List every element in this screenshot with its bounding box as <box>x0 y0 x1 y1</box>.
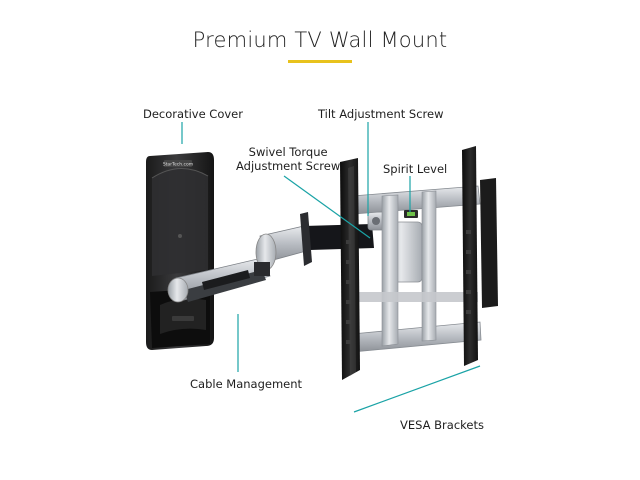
mounting-plate-part <box>351 185 482 353</box>
label-decorative-cover: Decorative Cover <box>143 107 243 121</box>
label-cable-management: Cable Management <box>190 377 303 391</box>
leader-vesa-brackets <box>353 365 481 413</box>
leader-swivel-screw <box>283 175 371 239</box>
label-swivel-line1: Swivel Torque <box>248 145 328 159</box>
diagram-title: Premium TV Wall Mount <box>192 28 448 52</box>
label-swivel-line2: Adjustment Screw <box>236 159 341 173</box>
label-tilt-screw: Tilt Adjustment Screw <box>318 107 444 121</box>
vesa-bracket-left-part <box>340 158 360 380</box>
label-vesa-brackets: VESA Brackets <box>400 418 484 432</box>
label-spirit-level: Spirit Level <box>383 162 448 176</box>
vesa-bracket-right-part <box>462 146 498 366</box>
logo-text: StarTech.com <box>163 162 193 168</box>
lower-arm-part <box>167 257 271 303</box>
decorative-cover-part: StarTech.com <box>146 152 214 350</box>
label-swivel-screw: Swivel Torque Adjustment Screw <box>236 145 340 173</box>
title-underline <box>288 60 352 63</box>
